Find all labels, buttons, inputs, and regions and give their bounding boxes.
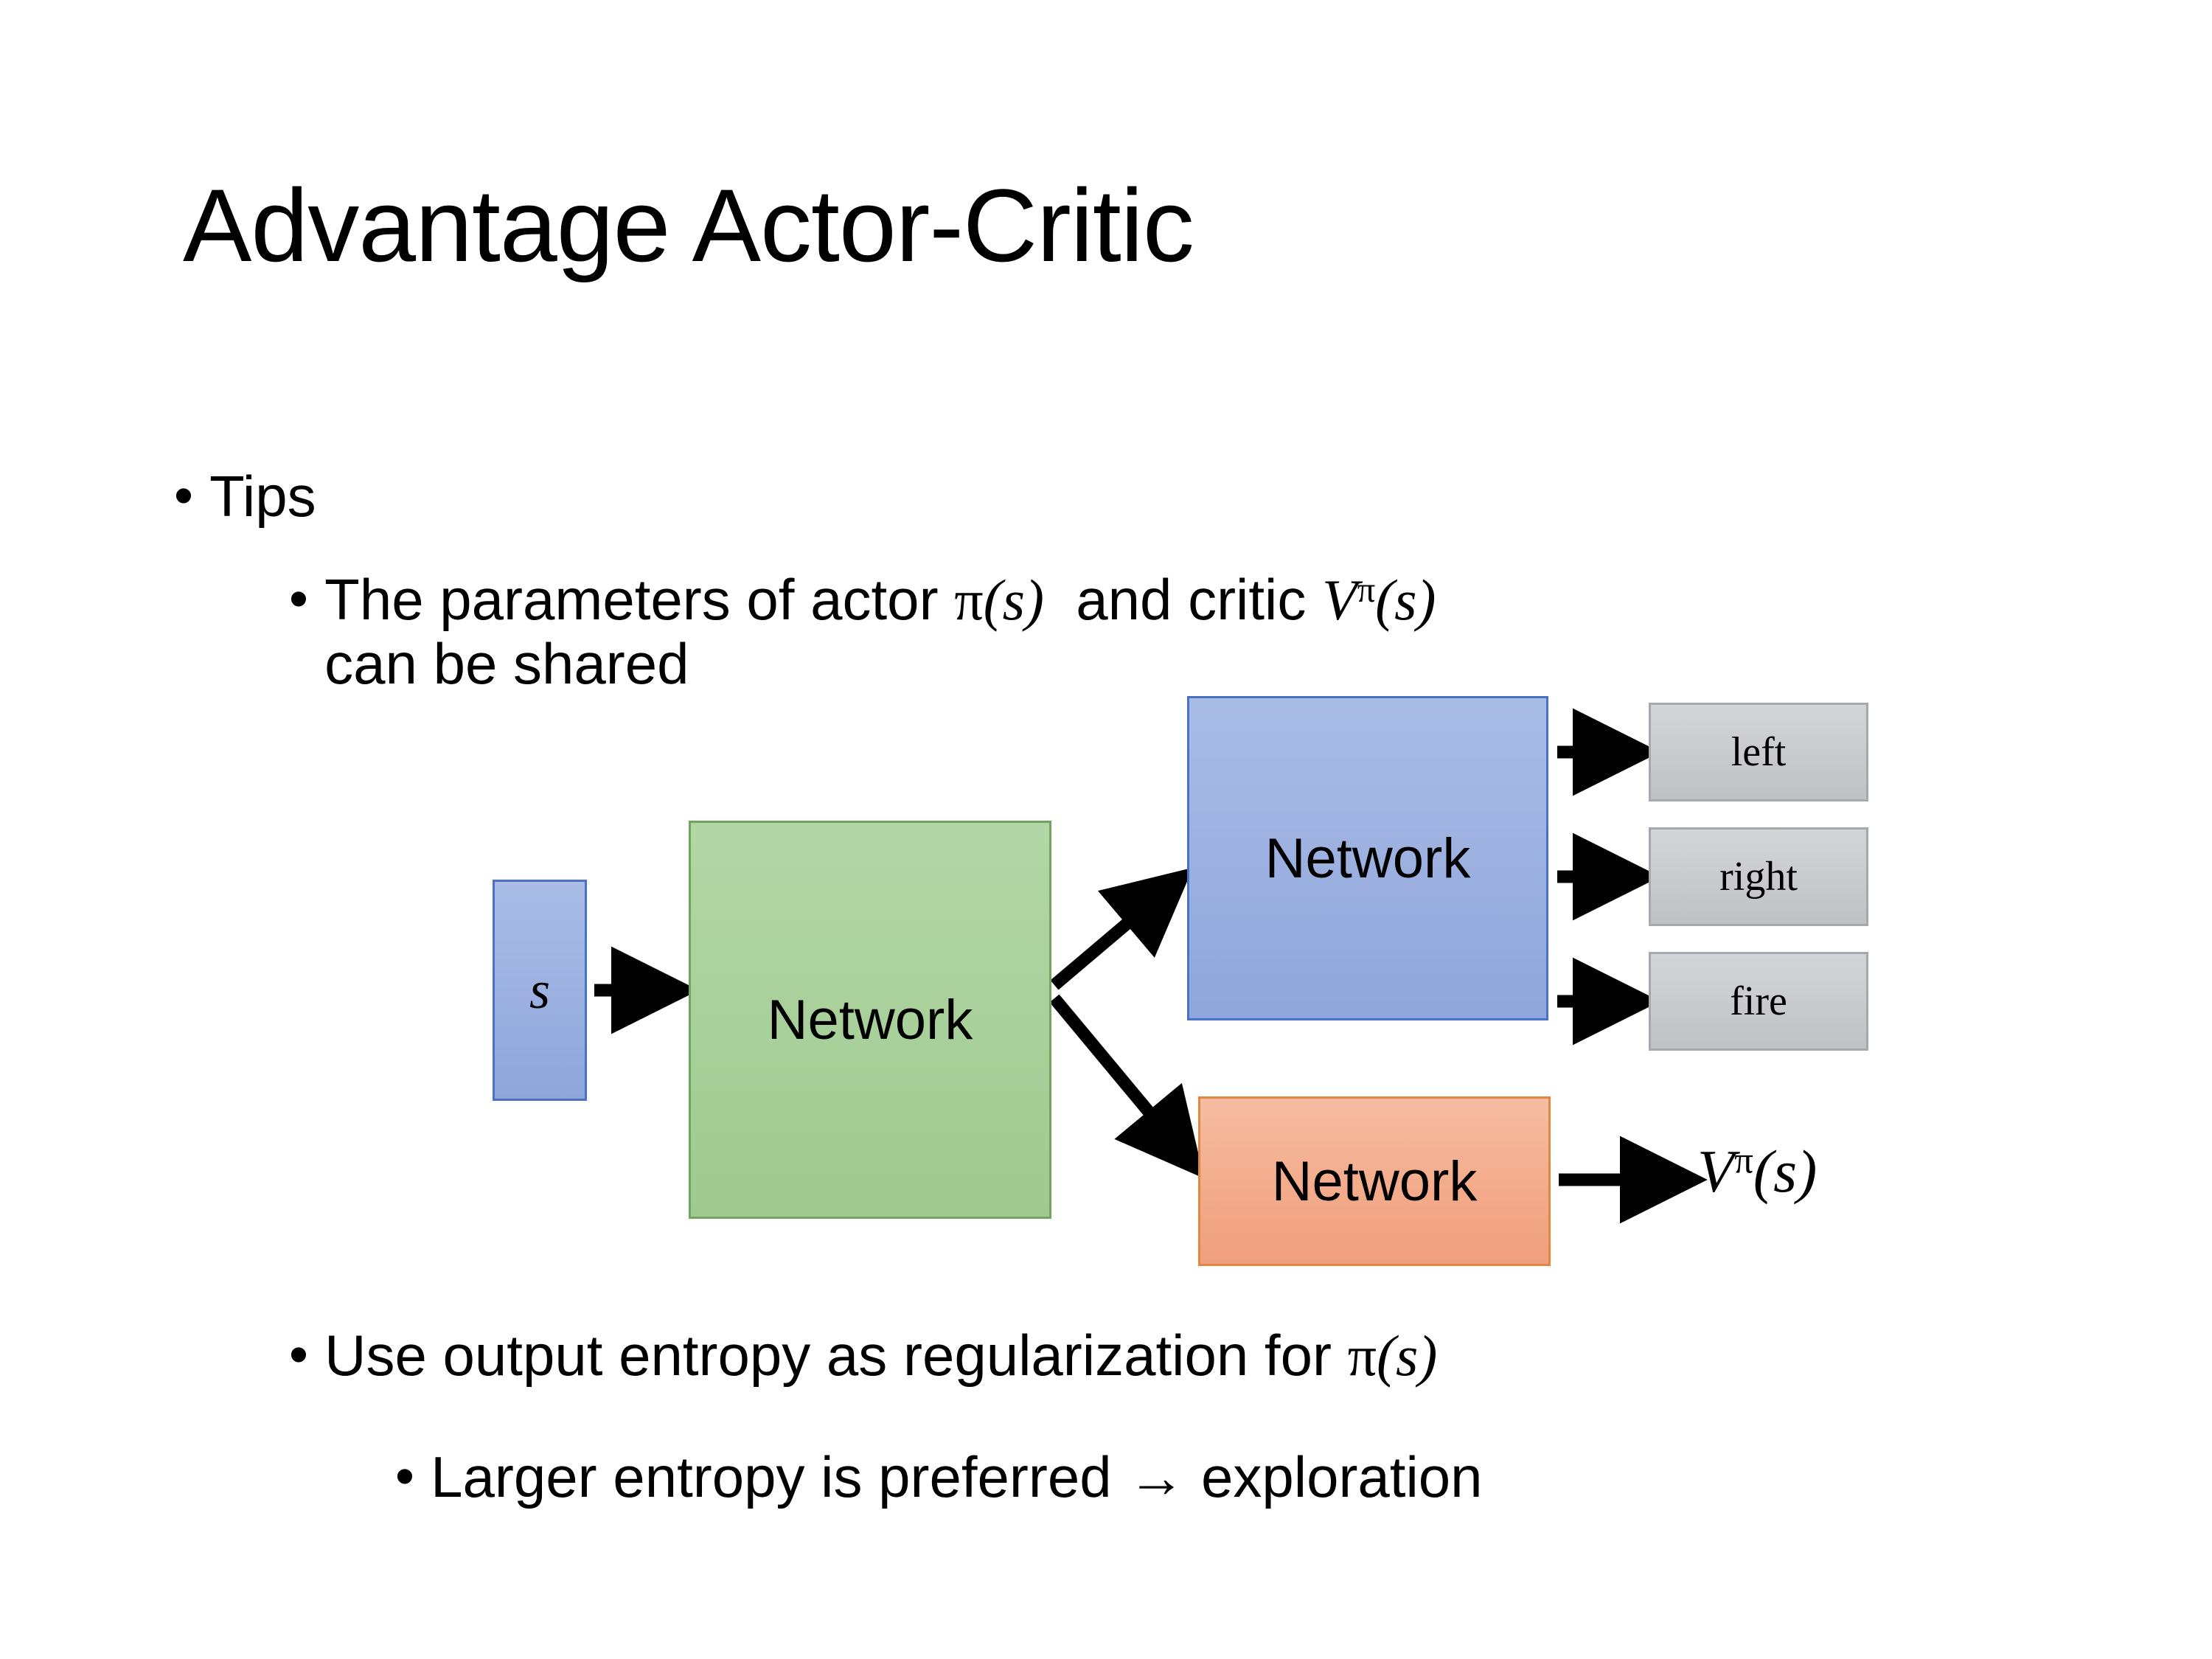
bullet-shared-parameters-label: The parameters of actor π(s) and critic …: [324, 567, 2073, 697]
bullet-shared-parameters: • The parameters of actor π(s) and criti…: [289, 567, 2073, 697]
bullet-tips-label: Tips: [209, 464, 316, 529]
bullet-entropy-regularization: • Use output entropy as regularization f…: [289, 1323, 1438, 1388]
math-pi-symbol: π: [1347, 1324, 1377, 1388]
page-title: Advantage Actor-Critic: [183, 167, 1194, 283]
value-output-arg: (s): [1753, 1138, 1818, 1205]
bullet-shared-text-2: and critic: [1043, 567, 1323, 632]
diagram-action-label-fire: fire: [1730, 978, 1787, 1024]
diagram-action-box-left: left: [1649, 703, 1868, 801]
diagram-action-label-right: right: [1719, 854, 1798, 900]
diagram-value-output-label: Vπ(s): [1697, 1141, 1817, 1202]
bullet-marker-icon: •: [289, 568, 308, 630]
arrow-shared-to-actor: [1050, 867, 1194, 990]
math-pi-arg: (s): [983, 568, 1044, 632]
diagram-action-box-right: right: [1649, 827, 1868, 926]
math-pi-arg: (s): [1377, 1324, 1438, 1388]
bullet-larger-entropy: • Larger entropy is preferred → explorat…: [395, 1444, 1483, 1509]
bullet-entropy-label: Use output entropy as regularization for…: [324, 1323, 1438, 1388]
math-v-symbol: V: [1322, 568, 1357, 632]
diagram-action-label-left: left: [1731, 729, 1787, 775]
bullet-shared-text-1: The parameters of actor: [324, 567, 955, 632]
math-pi-symbol: π: [954, 568, 984, 632]
bullet-tips: • Tips: [174, 464, 316, 529]
value-output-v-symbol: V: [1697, 1138, 1735, 1205]
bullet-marker-icon: •: [289, 1324, 308, 1385]
bullet-marker-icon: •: [395, 1445, 414, 1507]
arrow-shared-to-critic: [1049, 994, 1205, 1179]
bullet-entropy-text: Use output entropy as regularization for: [324, 1323, 1348, 1388]
diagram-actor-network-label: Network: [1265, 827, 1471, 890]
bullet-larger-entropy-label: Larger entropy is preferred → exploratio…: [431, 1444, 1483, 1509]
diagram-actor-network-box: Network: [1187, 696, 1548, 1020]
math-v-pi-s-inline: Vπ(s): [1322, 568, 1436, 632]
diagram-shared-network-box: Network: [689, 821, 1051, 1219]
math-v-superscript-pi: π: [1357, 570, 1376, 610]
diagram-input-state-box: s: [493, 880, 587, 1101]
math-pi-s-inline: π(s): [1348, 1324, 1438, 1388]
diagram-critic-network-label: Network: [1271, 1150, 1478, 1213]
diagram-critic-network-box: Network: [1198, 1096, 1551, 1266]
bullet-marker-icon: •: [174, 465, 193, 526]
math-v-arg: (s): [1375, 568, 1436, 632]
bullet-shared-text-3: can be shared: [324, 631, 689, 697]
diagram-action-box-fire: fire: [1649, 952, 1868, 1051]
diagram-shared-network-label: Network: [767, 988, 973, 1051]
diagram-input-state-label: s: [529, 961, 551, 1020]
math-pi-s-inline: π(s): [954, 568, 1044, 632]
value-output-superscript-pi: π: [1734, 1139, 1753, 1181]
